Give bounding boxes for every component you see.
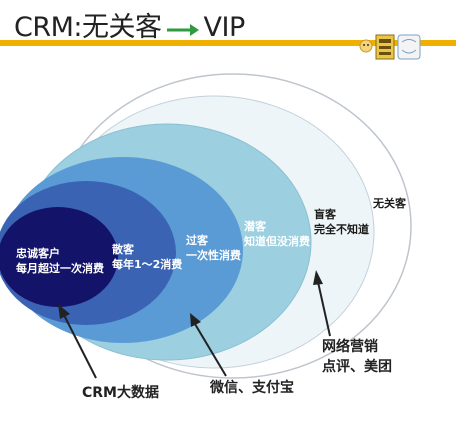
title-left: CRM:无关客 [14, 11, 162, 43]
arrow-network [313, 270, 331, 337]
cartoon-logo [356, 32, 438, 64]
label-loyal: 忠诚客户 每月超过一次消费 [16, 247, 104, 275]
callout-network-line2: 点评、美团 [322, 359, 392, 375]
label-blind: 盲客 完全不知道 [314, 208, 369, 236]
callout-network-line1: 网络营销 [322, 339, 378, 355]
arrow-crm [58, 304, 97, 379]
label-latent: 潜客 知道但没消费 [244, 220, 310, 248]
callout-payment: 微信、支付宝 [210, 380, 294, 396]
label-casual: 散客 每年1～2消费 [112, 243, 183, 271]
label-passerby: 过客 一次性消费 [186, 234, 241, 262]
slide-title: CRM:无关客 VIP [14, 6, 246, 44]
callout-network: 网络营销 点评、美团 [322, 337, 392, 377]
title-underline-bar [0, 40, 456, 46]
callout-crm: CRM大数据 [82, 385, 159, 401]
right-arrow-icon [166, 13, 200, 44]
title-right: VIP [203, 11, 246, 43]
ring-loyal [0, 207, 118, 307]
arrow-payment [190, 313, 227, 377]
label-irrelevant: 无关客 [373, 197, 406, 210]
